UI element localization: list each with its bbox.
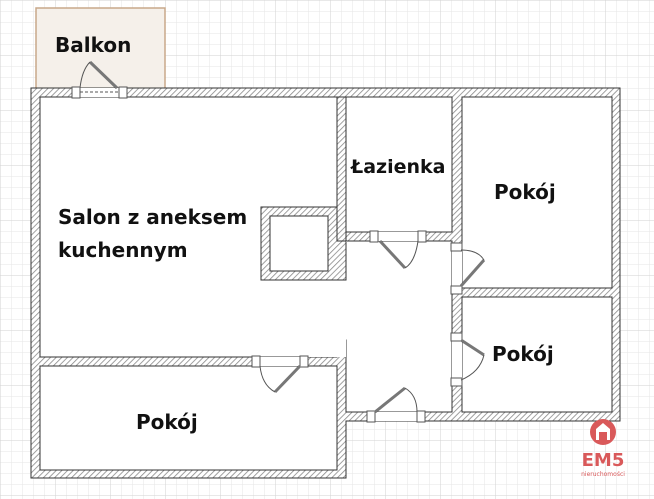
room-label-lazienka: Łazienka	[350, 156, 445, 178]
walls	[30, 87, 621, 479]
room-label-pokoj-top-right: Pokój	[494, 180, 556, 204]
logo-name: EM5	[582, 450, 625, 471]
balcony-area	[35, 7, 166, 90]
room-label-pokoj-bottom-left: Pokój	[136, 410, 198, 434]
room-label-salon-line1: Salon z aneksem	[58, 205, 247, 229]
room-label-salon-line2: kuchennym	[58, 238, 188, 262]
room-label-balkon: Balkon	[55, 33, 131, 57]
logo-tagline: nieruchomości	[581, 471, 625, 478]
room-label-pokoj-mid-right: Pokój	[492, 342, 554, 366]
em5-logo: EM5 nieruchomości	[581, 419, 625, 478]
doors	[71, 60, 486, 423]
